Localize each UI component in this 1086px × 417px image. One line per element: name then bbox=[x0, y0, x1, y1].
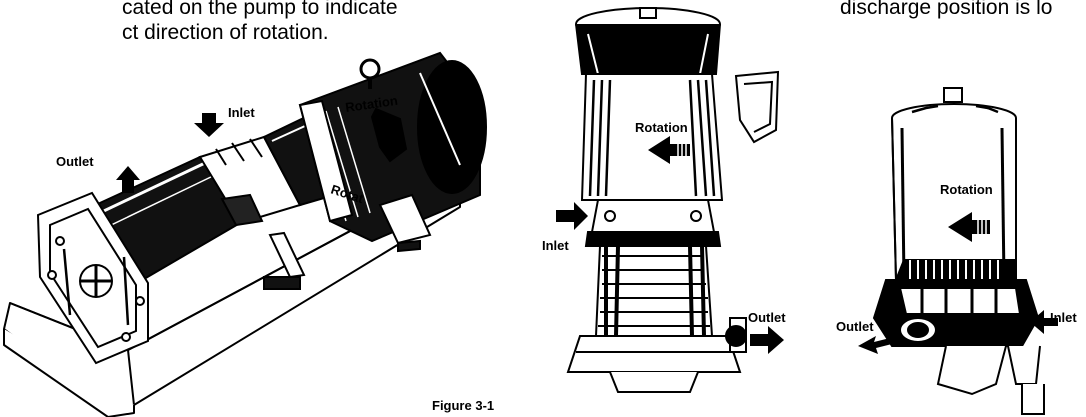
pump-end-plate bbox=[36, 191, 149, 365]
rotation-arrow bbox=[648, 136, 690, 164]
motor-body bbox=[580, 70, 780, 201]
horizontal-pump-illustration: Inlet Outlet Rotation Rotat bbox=[3, 51, 487, 417]
compact-pump-illustration: Rotation Inlet Outlet bbox=[836, 87, 1077, 415]
outlet-arrow bbox=[116, 166, 140, 193]
figure-caption: Figure 3-1 bbox=[432, 398, 495, 413]
motor-body bbox=[891, 117, 1017, 281]
pump-adapter bbox=[584, 199, 722, 247]
rotation-label: Rotation bbox=[940, 182, 993, 197]
body-text-line-1: cated on the pump to indicate bbox=[122, 0, 398, 19]
body-text-right-line-1: discharge position is lo bbox=[840, 0, 1053, 19]
rotation-arrow bbox=[370, 107, 408, 163]
pump-volute bbox=[872, 279, 1045, 415]
outlet-label: Outlet bbox=[836, 319, 874, 334]
inlet-label: Inlet bbox=[1050, 310, 1077, 325]
vertical-pump-illustration: Rotation Inlet Outlet bbox=[542, 7, 786, 393]
rotation-label: Rotation bbox=[344, 93, 398, 115]
outlet-arrow bbox=[858, 336, 892, 354]
outlet-label: Outlet bbox=[56, 154, 94, 169]
inlet-arrow bbox=[556, 202, 588, 230]
inlet-arrow bbox=[194, 113, 224, 137]
rotation-arrow bbox=[948, 212, 990, 242]
pump-motor bbox=[298, 51, 487, 253]
outlet-label: Outlet bbox=[748, 310, 786, 325]
rotation-label: Rotation bbox=[635, 120, 688, 135]
inlet-arrow bbox=[1030, 310, 1058, 334]
body-text-line-2: ct direction of rotation. bbox=[122, 21, 329, 44]
inlet-label: Inlet bbox=[542, 238, 569, 253]
motor-cap bbox=[575, 7, 721, 75]
pump-base bbox=[566, 317, 747, 393]
pump-stack bbox=[594, 245, 714, 337]
outlet-arrow bbox=[750, 326, 784, 354]
inlet-label: Inlet bbox=[228, 105, 255, 120]
